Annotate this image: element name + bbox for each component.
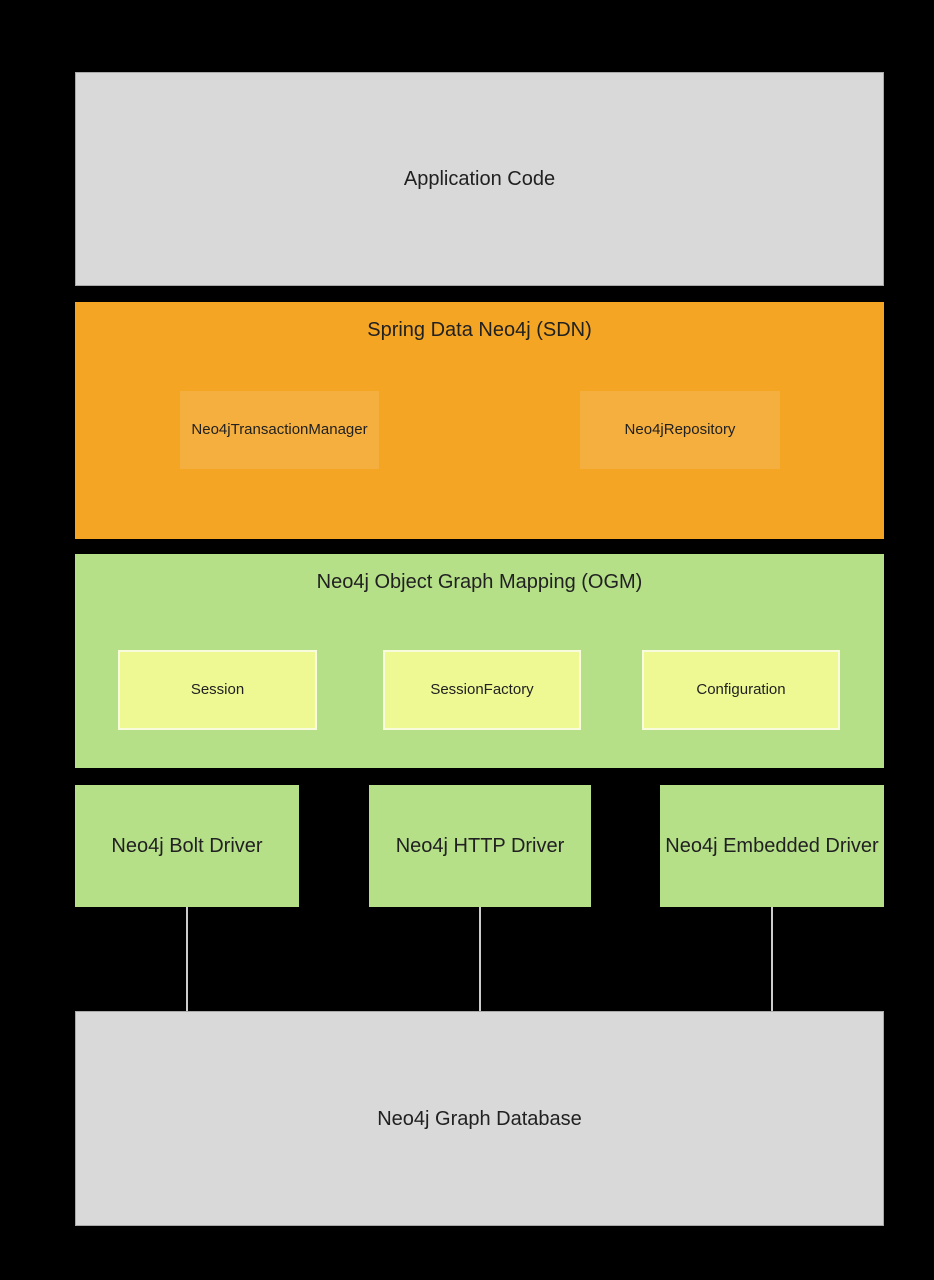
application-code-label: Application Code	[403, 168, 556, 190]
http-driver-box: Neo4j HTTP Driver	[369, 785, 591, 907]
neo4j-repository-label: Neo4jRepository	[624, 421, 736, 438]
neo4j-repository-box: Neo4jRepository	[580, 391, 780, 469]
embedded-driver-box: Neo4j Embedded Driver	[660, 785, 884, 907]
http-driver-label: Neo4j HTTP Driver	[395, 835, 565, 857]
embedded-driver-connector-line	[771, 907, 773, 1011]
sdn-box: Spring Data Neo4j (SDN) Neo4jTransaction…	[75, 302, 884, 539]
session-label: Session	[190, 681, 245, 698]
configuration-label: Configuration	[696, 681, 786, 698]
graph-database-box: Neo4j Graph Database	[75, 1011, 884, 1226]
bolt-driver-label: Neo4j Bolt Driver	[111, 835, 263, 857]
session-box: Session	[118, 650, 317, 730]
http-driver-connector-line	[479, 907, 481, 1011]
bolt-driver-connector-line	[186, 907, 188, 1011]
bolt-driver-box: Neo4j Bolt Driver	[75, 785, 299, 907]
neo4j-transaction-manager-box: Neo4jTransactionManager	[180, 391, 379, 469]
ogm-box: Neo4j Object Graph Mapping (OGM) Session…	[75, 554, 884, 768]
application-code-box: Application Code	[75, 72, 884, 286]
session-factory-label: SessionFactory	[430, 681, 534, 698]
graph-database-label: Neo4j Graph Database	[377, 1107, 582, 1130]
embedded-driver-label: Neo4j Embedded Driver	[665, 835, 879, 857]
ogm-title: Neo4j Object Graph Mapping (OGM)	[316, 571, 643, 593]
configuration-box: Configuration	[642, 650, 840, 730]
session-factory-box: SessionFactory	[383, 650, 581, 730]
sdn-title: Spring Data Neo4j (SDN)	[367, 319, 592, 341]
neo4j-transaction-manager-label: Neo4jTransactionManager	[191, 421, 368, 438]
